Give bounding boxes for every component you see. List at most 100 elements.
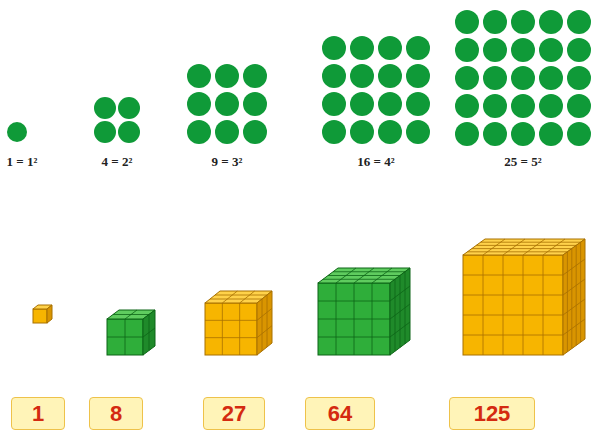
green-dot	[118, 97, 140, 119]
cube-grid-line	[210, 299, 262, 300]
green-dot	[511, 10, 535, 34]
green-dot	[567, 122, 591, 146]
cube-grid-line	[472, 248, 572, 249]
cube-number: 27	[222, 401, 246, 427]
cube-front-face	[463, 255, 563, 355]
cube-number-box: 27	[203, 397, 265, 430]
green-dot	[567, 66, 591, 90]
square-equation-wrap: 1 = 1²	[7, 152, 38, 170]
green-dot	[378, 120, 402, 144]
cube-number: 1	[32, 401, 44, 427]
green-dot	[511, 38, 535, 62]
cube-front-face	[205, 303, 257, 355]
green-dot	[215, 64, 239, 88]
green-dot	[322, 36, 346, 60]
green-dot	[378, 36, 402, 60]
cube-number: 125	[474, 401, 511, 427]
green-dot	[406, 92, 430, 116]
cube-side-face	[257, 291, 272, 355]
green-dot	[406, 64, 430, 88]
cube-front-face	[107, 319, 143, 355]
green-dot	[483, 122, 507, 146]
green-dot	[215, 92, 239, 116]
green-dot	[322, 120, 346, 144]
cube-grid-line	[476, 245, 576, 246]
cube-grid-line	[239, 303, 240, 355]
cube-grid-line	[576, 245, 577, 345]
cube-grid-line	[405, 272, 406, 344]
cube-front-face	[318, 283, 390, 355]
cube-grid-line	[205, 320, 257, 321]
cube-grid-line	[580, 242, 581, 342]
green-dot	[483, 66, 507, 90]
cube-grid-line	[215, 295, 267, 296]
green-dot	[94, 97, 116, 119]
square-equation: 1 = 1²	[7, 154, 38, 169]
cube-grid-line	[222, 303, 223, 355]
square-equation: 4 = 2²	[102, 154, 133, 169]
cube-grid-line	[205, 337, 257, 338]
cube-grid-line	[318, 319, 390, 320]
cube-grid-line	[543, 255, 544, 355]
cube-grid-line	[463, 275, 563, 276]
cube-grid-line	[257, 326, 272, 338]
green-dot	[511, 66, 535, 90]
cube-side-face	[390, 268, 410, 355]
green-dot	[350, 120, 374, 144]
square-equation: 25 = 5²	[504, 154, 541, 169]
green-dot	[539, 10, 563, 34]
green-dot	[483, 10, 507, 34]
square-equation: 16 = 4²	[357, 154, 394, 169]
green-dot	[406, 120, 430, 144]
cube-grid-line	[262, 299, 263, 351]
green-dot	[187, 92, 211, 116]
cube-grid-line	[390, 304, 410, 319]
cube-grid-line	[222, 291, 237, 303]
cube-grid-line	[563, 279, 585, 295]
cube-grid-line	[467, 251, 567, 252]
green-dot	[243, 92, 267, 116]
cube-grid-line	[483, 255, 484, 355]
green-dot	[511, 94, 535, 118]
cube-grid-line	[523, 239, 545, 255]
green-dot	[243, 120, 267, 144]
green-dot	[350, 64, 374, 88]
green-dot	[378, 64, 402, 88]
cube-grid-line	[567, 252, 568, 352]
green-dot	[350, 36, 374, 60]
cube-grid-line	[463, 335, 563, 336]
green-dot	[539, 94, 563, 118]
cube-grid-line	[240, 291, 255, 303]
green-dot	[539, 122, 563, 146]
cube-grid-line	[463, 315, 563, 316]
green-dot	[455, 94, 479, 118]
cube-grid-line	[328, 275, 400, 276]
cube-front-face	[33, 309, 47, 323]
cube-grid-line	[503, 239, 525, 255]
green-dot	[567, 10, 591, 34]
cube-grid-line	[267, 295, 268, 347]
green-dot	[455, 10, 479, 34]
green-dot	[322, 92, 346, 116]
cube-grid-line	[503, 255, 504, 355]
green-dot	[567, 38, 591, 62]
cube-grid-line	[318, 337, 390, 338]
green-dot	[187, 64, 211, 88]
cube-number-box: 125	[449, 397, 535, 430]
cube-side-face	[143, 310, 155, 355]
green-dot	[350, 92, 374, 116]
green-dot	[187, 120, 211, 144]
green-dot	[567, 94, 591, 118]
cube-grid-line	[107, 337, 143, 338]
green-dot	[455, 38, 479, 62]
green-dot	[322, 64, 346, 88]
green-dot	[243, 64, 267, 88]
cube-grid-line	[563, 319, 585, 335]
cube-grid-line	[563, 259, 585, 275]
cube-grid-line	[463, 295, 563, 296]
green-dot	[455, 122, 479, 146]
green-dot	[118, 121, 140, 143]
cube-grid-line	[143, 328, 155, 337]
square-equation-wrap: 4 = 2²	[102, 152, 133, 170]
